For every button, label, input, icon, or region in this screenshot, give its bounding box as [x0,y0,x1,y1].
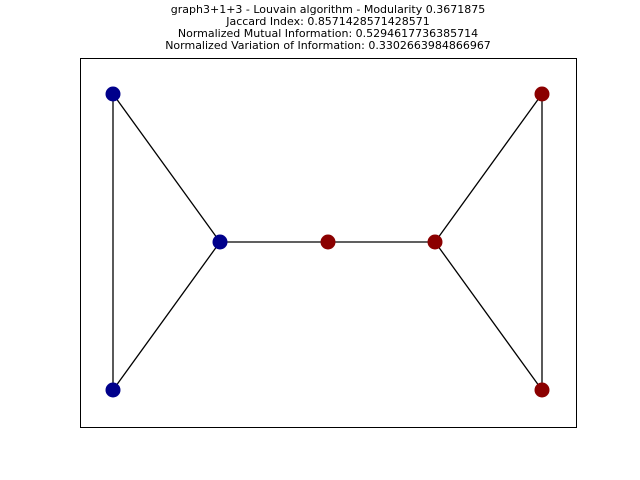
graph-edge-n1-n2 [112,241,221,391]
title-line-nmi: Normalized Mutual Information: 0.5294617… [177,27,479,40]
graph-node-n4 [427,234,443,250]
graph-node-n6 [534,382,550,398]
title-line-jaccard: Jaccard Index: 0.8571428571428571 [226,15,430,28]
graph-node-n2 [212,234,228,250]
graph-edge-n0-n2 [112,93,221,243]
plot-frame [80,58,577,428]
title-line-nvi: Normalized Variation of Information: 0.3… [165,39,491,52]
title-line-main: graph3+1+3 - Louvain algorithm - Modular… [170,3,486,16]
graph-edge-n4-n5 [434,93,543,243]
graph-node-n0 [105,86,121,102]
figure-title: graph3+1+3 - Louvain algorithm - Modular… [0,4,640,52]
graph-node-n5 [534,86,550,102]
graph-edge-n4-n6 [434,241,543,391]
graph-node-n1 [105,382,121,398]
node-layer [105,86,550,398]
edge-layer [112,93,543,391]
graph-node-n3 [320,234,336,250]
